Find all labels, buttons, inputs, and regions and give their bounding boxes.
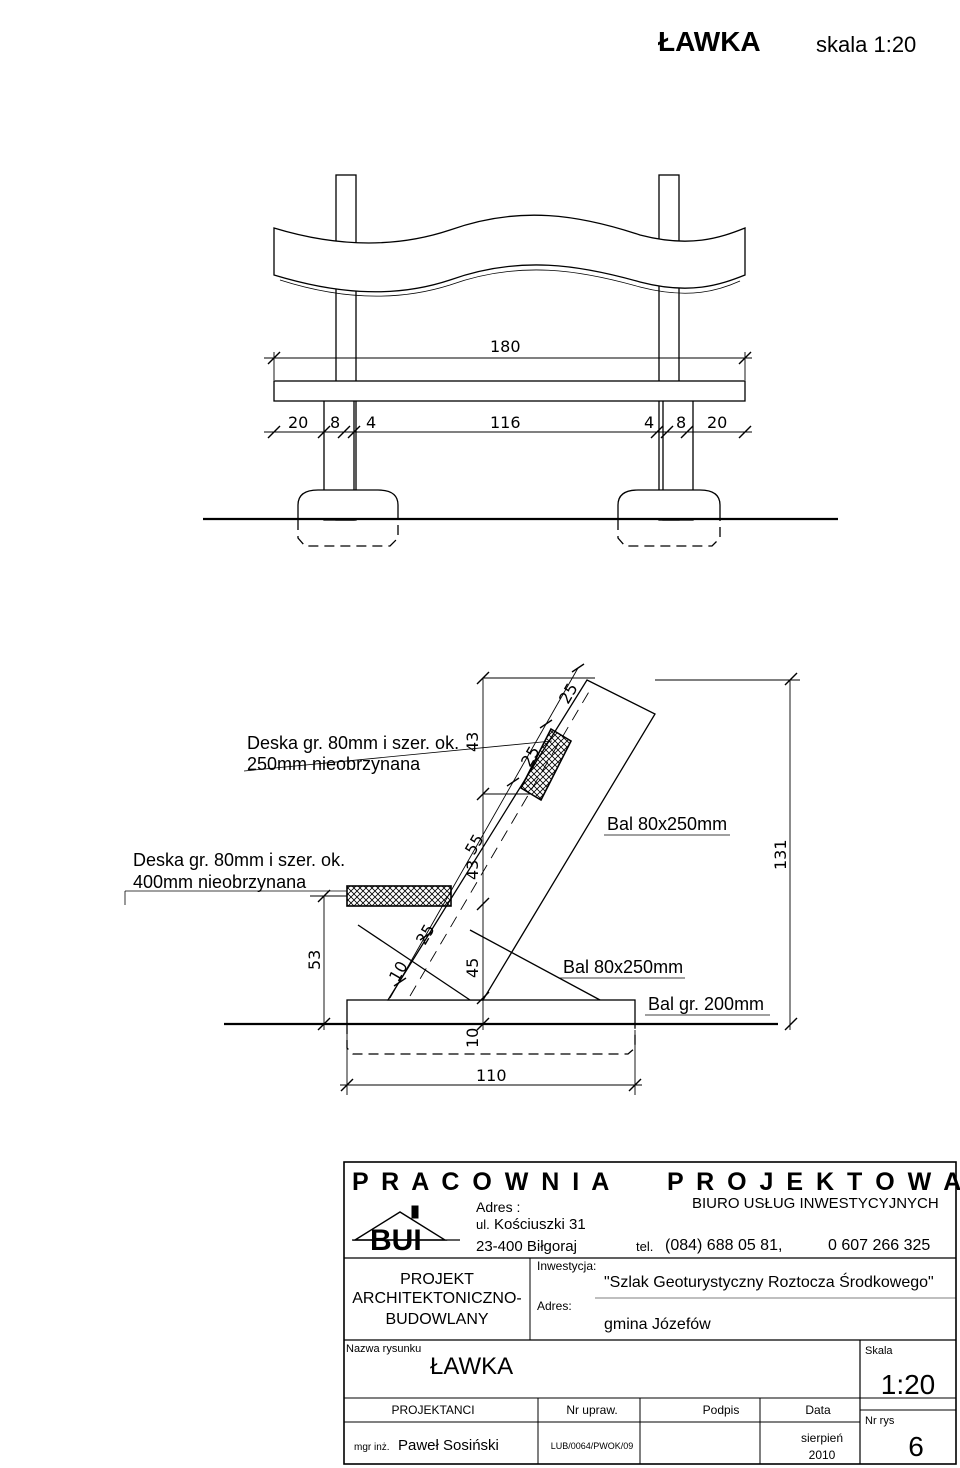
drawing-no: 6 bbox=[908, 1431, 924, 1462]
side-view bbox=[124, 663, 800, 1095]
designer-title: mgr inż. bbox=[354, 1442, 390, 1453]
seat-board-section bbox=[346, 885, 452, 907]
investment-value: "Szlak Geoturystyczny Roztocza Środkoweg… bbox=[604, 1272, 934, 1291]
bureau-name: BIURO USŁUG INWESTYCYJNYCH bbox=[692, 1195, 939, 1212]
support-strut-upper bbox=[357, 924, 471, 1001]
drawing-no-label: Nr rys bbox=[865, 1415, 895, 1427]
tel-number: (084) 688 05 81, bbox=[665, 1237, 782, 1254]
mobile-number: 0 607 266 325 bbox=[828, 1237, 930, 1254]
date-month: sierpień bbox=[801, 1431, 843, 1445]
project-type-2: ARCHITEKTONICZNO- bbox=[352, 1290, 521, 1307]
backrest-board bbox=[273, 214, 746, 293]
title-block-text: P R A C O W N I A P R O J E K T O W A BI… bbox=[346, 1168, 960, 1462]
label-backrest-2: 250mm nieobrzynana bbox=[247, 754, 421, 774]
address-prefix: ul. bbox=[476, 1217, 490, 1232]
company-left: P R A C O W N I A bbox=[352, 1168, 612, 1196]
label-backrest-1: Deska gr. 80mm i szer. ok. bbox=[247, 733, 459, 753]
investment-label: Inwestycja: bbox=[537, 1259, 596, 1273]
dim-segment: 8 bbox=[330, 413, 340, 432]
license-label: Nr upraw. bbox=[566, 1403, 617, 1417]
address2-value: gmina Józefów bbox=[604, 1316, 711, 1333]
dim-43a: 43 bbox=[463, 732, 482, 752]
front-view bbox=[203, 174, 838, 547]
title-block bbox=[343, 1161, 957, 1465]
designers-label: PROJEKTANCI bbox=[391, 1403, 474, 1417]
scale-value: 1:20 bbox=[881, 1369, 936, 1400]
dim-segment: 116 bbox=[490, 413, 521, 432]
label-base: Bal gr. 200mm bbox=[648, 994, 764, 1014]
front-view-dimensions: 180 20 8 4 116 4 8 20 bbox=[288, 337, 727, 432]
drawing-name: ŁAWKA bbox=[430, 1353, 513, 1380]
dim-segment: 8 bbox=[676, 413, 686, 432]
drawing-title: ŁAWKA bbox=[658, 26, 761, 57]
address-label: Adres : bbox=[476, 1199, 520, 1215]
base-hidden bbox=[346, 1024, 636, 1055]
backrest-board-section bbox=[519, 727, 573, 802]
drawing-scale: skala 1:20 bbox=[816, 32, 917, 57]
label-beam-lower: Bal 80x250mm bbox=[563, 957, 683, 977]
dim-45: 45 bbox=[463, 958, 482, 978]
license-no: LUB/0064/PWOK/09 bbox=[551, 1441, 634, 1451]
dim-131: 131 bbox=[771, 839, 790, 870]
sheet-title: ŁAWKA skala 1:20 bbox=[640, 22, 940, 62]
label-seat-2: 400mm nieobrzynana bbox=[133, 872, 307, 892]
inclined-back-beam bbox=[386, 679, 656, 1001]
backrest-board-edge bbox=[279, 269, 741, 297]
project-type-1: PROJEKT bbox=[400, 1271, 474, 1288]
signature-label: Podpis bbox=[703, 1403, 740, 1417]
dim-segment: 20 bbox=[707, 413, 727, 432]
label-seat-1: Deska gr. 80mm i szer. ok. bbox=[133, 850, 345, 870]
designer-name: Paweł Sosiński bbox=[398, 1437, 499, 1454]
left-foundation-hidden bbox=[297, 520, 399, 547]
address-street: Kościuszki 31 bbox=[494, 1216, 586, 1233]
logo-text: BUI bbox=[370, 1224, 422, 1257]
base-beam bbox=[346, 999, 636, 1025]
company-right: P R O J E K T O W A bbox=[667, 1168, 960, 1196]
dim-10b: 10 bbox=[463, 1028, 482, 1048]
seat-board bbox=[273, 380, 746, 402]
address2-label: Adres: bbox=[537, 1299, 572, 1313]
address-city: 23-400 Biłgoraj bbox=[476, 1238, 577, 1255]
dim-110: 110 bbox=[476, 1066, 507, 1085]
right-foundation-hidden bbox=[617, 520, 721, 547]
left-foundation bbox=[297, 489, 399, 520]
dim-segment: 4 bbox=[644, 413, 654, 432]
drawing-name-label: Nazwa rysunku bbox=[346, 1343, 421, 1355]
date-label: Data bbox=[805, 1403, 831, 1417]
dim-43b: 43 bbox=[463, 860, 482, 880]
date-year: 2010 bbox=[809, 1448, 836, 1462]
bureau-logo bbox=[352, 1205, 460, 1241]
dim-53: 53 bbox=[305, 950, 324, 970]
scale-label: Skala bbox=[865, 1345, 893, 1357]
dim-segment: 4 bbox=[366, 413, 376, 432]
tel-label: tel. bbox=[636, 1239, 653, 1254]
dim-overall: 180 bbox=[490, 337, 521, 356]
label-beam-upper: Bal 80x250mm bbox=[607, 814, 727, 834]
right-foundation bbox=[617, 489, 721, 520]
support-strut-lower bbox=[469, 929, 601, 1001]
dim-segment: 20 bbox=[288, 413, 308, 432]
project-type-3: BUDOWLANY bbox=[385, 1311, 488, 1328]
